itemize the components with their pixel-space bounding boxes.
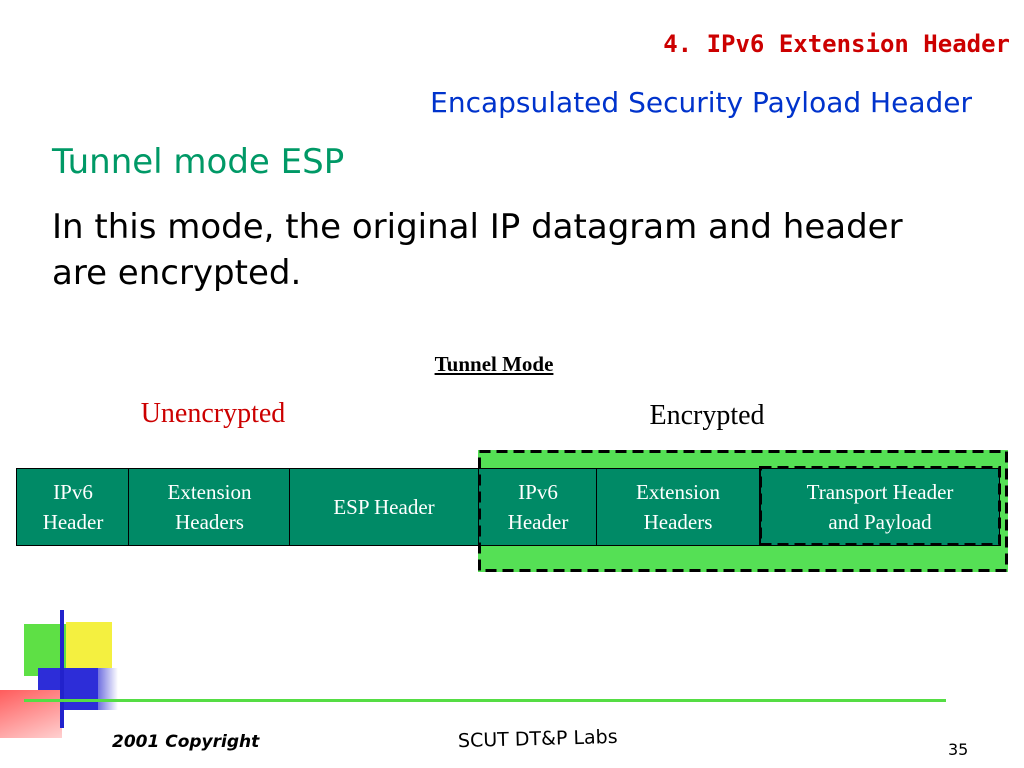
- packet-cell-extension-headers-outer: Extension Headers: [128, 468, 291, 546]
- packet-cell-transport-payload: Transport Header and Payload: [760, 468, 1000, 546]
- payload-dashed-outline: [759, 466, 1001, 546]
- slide-subtitle: Encapsulated Security Payload Header: [430, 86, 972, 119]
- encrypted-region-border: [478, 450, 1008, 572]
- diagram-title: Tunnel Mode: [434, 352, 554, 376]
- logo-square-yellow: [66, 622, 112, 676]
- footer-divider: [24, 699, 946, 702]
- cell-label: ESP Header: [333, 495, 435, 519]
- cell-label: IPv6 Header: [42, 480, 104, 534]
- cell-label: Extension Headers: [167, 480, 252, 534]
- cell-label: Transport Header and Payload: [806, 480, 954, 534]
- cell-label: Extension Headers: [636, 480, 720, 534]
- cell-label: IPv6 Header: [507, 480, 569, 534]
- footer-copyright: 2001 Copyright: [112, 732, 260, 752]
- encrypted-label: Encrypted: [649, 400, 765, 431]
- packet-cell-extension-headers-inner: Extension Headers: [596, 468, 760, 546]
- packet-cell-ipv6-header-outer: IPv6 Header: [16, 468, 130, 546]
- packet-cell-ipv6-header-inner: IPv6 Header: [478, 468, 598, 546]
- encrypted-dashed-outline: [478, 450, 1008, 572]
- page-number: 35: [948, 740, 969, 759]
- unencrypted-label: Unencrypted: [140, 398, 286, 429]
- footer-lab: SCUT DT&P Labs: [457, 725, 618, 753]
- section-title: 4. IPv6 Extension Header: [663, 30, 1010, 58]
- payload-dashed-border: [759, 466, 1001, 546]
- logo-vertical-line: [60, 610, 64, 728]
- packet-diagram: IPv6 Header Extension Headers ESP Header…: [16, 468, 1000, 546]
- packet-cell-esp-header: ESP Header: [289, 468, 479, 546]
- logo-blue-fade: [98, 668, 118, 710]
- slide-heading: Tunnel mode ESP: [52, 142, 345, 182]
- logo-square-red: [0, 690, 62, 738]
- body-text: In this mode, the original IP datagram a…: [52, 207, 903, 293]
